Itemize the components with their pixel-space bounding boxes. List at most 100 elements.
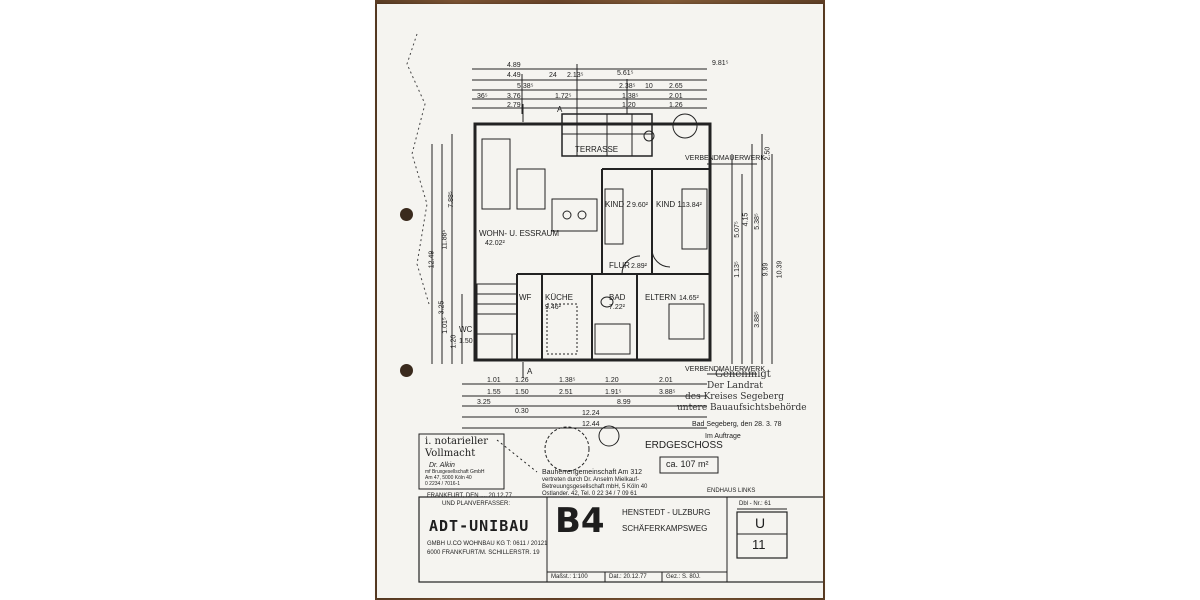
dim-top-row4-e: 2.01 (669, 93, 683, 100)
dim-right-8: 3.88⁵ (753, 311, 761, 328)
dim-bottom-row2-e: 3.88⁵ (659, 389, 676, 396)
sheet-letter: U (755, 515, 766, 531)
section-mark-top: A (557, 105, 563, 114)
approval-line-1: Genehmigt (715, 369, 771, 380)
punch-hole-bottom (400, 364, 413, 377)
dim-bottom-row3-a: 3.25 (477, 399, 491, 406)
approval-line-6: Im Auftrage (705, 433, 741, 440)
sheet-number-label: Dbl - Nr.: 61 (739, 501, 772, 507)
floor-plan-sheet: 9.81⁵ 4.89 5.61⁵ 4.49 24 2.13⁵ 5.38⁵ 2.3… (377, 4, 823, 598)
room-eltern-area: 14.65² (679, 295, 699, 302)
dim-top-row4-c: 1.72⁵ (555, 93, 572, 100)
dim-bottom-minus: 0.30 (515, 408, 529, 415)
dim-top-row4-a: 36⁵ (477, 93, 488, 100)
dim-left-3: 12.49 (428, 250, 436, 269)
dim-bottom-row1-a: 1.01 (487, 377, 501, 384)
drawn-by-label: Gez.: S. 80J. (666, 574, 701, 580)
dim-top-row3-b: 2.38⁵ (619, 83, 636, 90)
room-flur-area: 2.89² (631, 263, 647, 270)
wall-note-top: VERBENDMAUERWERK (685, 155, 765, 162)
dim-top-row3-a: 5.38⁵ (517, 83, 534, 90)
room-bad-label: BAD (609, 293, 626, 302)
dim-left-5: 1.20 (450, 334, 458, 349)
builder-line-1: Bauherrengemeinschaft Am 312 (542, 469, 643, 476)
company-name: ADT-UNIBAU (429, 517, 530, 535)
dim-bottom-row4: 12.24 (582, 410, 600, 417)
floor-name: ERDGESCHOSS (645, 440, 723, 451)
dim-top-row1-a: 4.89 (507, 62, 521, 69)
dim-top-row3-c: 10 (645, 83, 653, 90)
dim-bottom-row2-c: 2.51 (559, 389, 573, 396)
dim-bottom-row1-c: 1.38⁵ (559, 377, 576, 384)
dim-top-row5-a: 2.79 (507, 102, 521, 109)
project-street: SCHÄFERKAMPSWEG (622, 524, 708, 533)
dim-bottom-row2-a: 1.55 (487, 389, 501, 396)
dim-top-row4-d: 1.38⁵ (622, 93, 639, 100)
floor-area: ca. 107 m² (666, 459, 709, 469)
notary-line-2: Vollmacht (425, 448, 476, 459)
dim-right-3: 4.15 (742, 212, 750, 227)
room-kind1-label: KIND 1 (656, 200, 682, 209)
company-line-2: 6000 FRANKFURT/M. SCHILLERSTR. 19 (427, 550, 540, 556)
room-kueche-label: KÜCHE (545, 293, 574, 302)
approval-line-3: des Kreises Segeberg (685, 392, 784, 402)
approval-line-2: Der Landrat (707, 381, 763, 391)
dim-right-4: 5.38⁵ (753, 213, 761, 230)
dim-right-2: 5.07⁵ (733, 221, 741, 238)
builder-line-4: Ostlander. 42, Tel. 0 22 34 / 7 09 61 (542, 491, 637, 497)
room-kind1-area: 13.84² (682, 202, 702, 209)
company-line-1: GMBH U.CO WOHNBAU KG T: 0611 / 20121 (427, 541, 548, 547)
dim-top-row5-c: 1.26 (669, 102, 683, 109)
dim-left-6: 3.25 (438, 300, 446, 315)
dim-bottom-row1-d: 1.20 (605, 377, 619, 384)
dim-left-2: 11.88⁵ (441, 229, 449, 250)
dim-bottom-row3-b: 8.99 (617, 399, 631, 406)
project-place: HENSTEDT - ULZBURG (622, 508, 711, 517)
dim-bottom-row2-b: 1.50 (515, 389, 529, 396)
dim-top-row5-b: 1.20 (622, 102, 636, 109)
dim-top-row2-a: 4.49 (507, 72, 521, 79)
dim-top-row4-b: 3.76 (507, 93, 521, 100)
dim-right-6: 10.39 (776, 260, 784, 279)
punch-hole-top (400, 208, 413, 221)
dim-right-7: 1.13⁵ (733, 261, 741, 278)
room-kind2-label: KIND 2 (605, 200, 631, 209)
dim-bottom-row5: 12.44 (582, 421, 600, 428)
dim-top-row2-b: 24 (549, 72, 557, 79)
approval-line-5: Bad Segeberg, den 28. 3. 78 (692, 421, 782, 428)
section-mark-bottom: A (527, 367, 533, 376)
dim-top-row2-c: 2.13⁵ (567, 72, 584, 79)
room-wohn-area: 42.02² (485, 240, 505, 247)
approval-line-4: untere Bauaufsichtsbehörde (677, 403, 807, 413)
wall-note-bottom: VERBENDMAUERWERK (685, 366, 765, 373)
dim-top-row1-b: 5.61⁵ (617, 70, 634, 77)
room-wohn-label: WOHN- U. ESSRAUM (479, 229, 559, 238)
endhaus-label: ENDHAUS LINKS (707, 488, 756, 494)
scale-label: Maßst.: 1:100 (551, 574, 588, 580)
dim-left-7: 1.50 (459, 338, 473, 345)
dim-overall-right: 9.81⁵ (712, 60, 729, 67)
room-wc-label: WC (459, 325, 473, 334)
dim-top-row3-d: 2.65 (669, 83, 683, 90)
room-bad-area: 7.22² (609, 304, 625, 311)
dim-left-1: 7.88⁵ (447, 191, 455, 208)
dim-left-4: 1.01⁵ (441, 317, 449, 334)
date-label: Dat.: 20.12.77 (609, 574, 647, 580)
notary-line-6: 0 2234 / 7016-1 (425, 481, 461, 487)
notary-line-1: i. notarieller (425, 436, 488, 447)
notary-line-5: Am 47, 5000 Köln 40 (425, 475, 472, 481)
room-wf-label: WF (519, 293, 532, 302)
signer-label: UND PLANVERFASSER: (442, 501, 511, 507)
room-kind2-area: 9.60² (632, 202, 648, 209)
floor-plan-drawing (406, 33, 823, 583)
room-flur-label: FLUR (609, 261, 630, 270)
dim-right-1: 2.50 (764, 146, 772, 161)
room-kueche-area: 9.46² (545, 304, 561, 311)
sheet-number: 11 (752, 537, 766, 552)
dim-bottom-row1-e: 2.01 (659, 377, 673, 384)
dim-right-5: 9.99 (762, 262, 770, 277)
room-terrasse-label: TERRASSE (575, 145, 619, 154)
notary-line-3: Dr. Alkin (429, 462, 455, 469)
city-date: FRANKFURT, DEN .... 20.12.77 (427, 493, 512, 499)
dim-bottom-row2-d: 1.91⁵ (605, 389, 622, 396)
